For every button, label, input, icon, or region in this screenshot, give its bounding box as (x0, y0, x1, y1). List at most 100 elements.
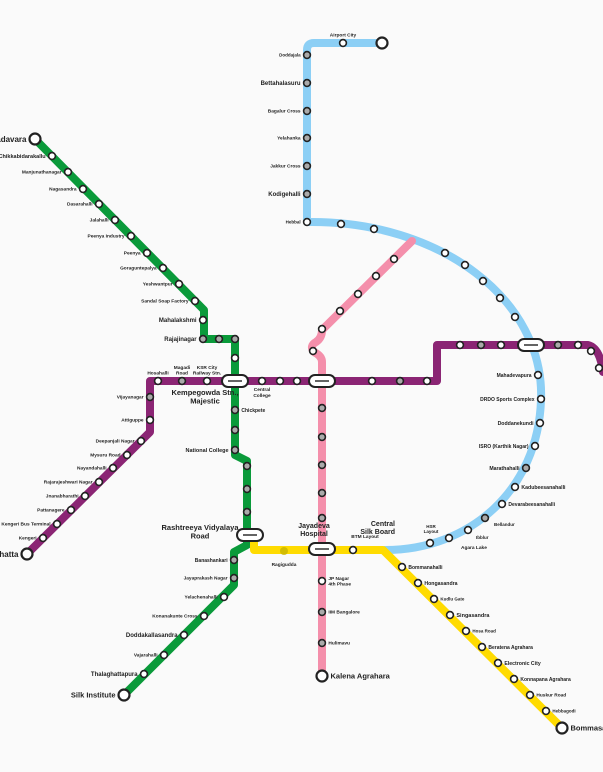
station-marker[interactable] (422, 376, 432, 386)
station-marker[interactable] (158, 263, 168, 273)
station-marker[interactable] (302, 106, 312, 116)
station-marker[interactable] (199, 611, 209, 621)
station-marker[interactable] (242, 507, 252, 517)
station-marker[interactable] (145, 392, 155, 402)
station-marker[interactable] (230, 334, 240, 344)
station-marker[interactable] (308, 346, 318, 356)
station-marker[interactable] (214, 334, 224, 344)
station-marker[interactable] (302, 161, 312, 171)
station-marker[interactable] (63, 167, 73, 177)
station-marker[interactable] (536, 394, 546, 404)
station-marker[interactable] (229, 555, 239, 565)
station-marker[interactable] (338, 38, 348, 48)
station-marker[interactable] (230, 445, 240, 455)
station-marker[interactable] (122, 450, 132, 460)
station-marker[interactable] (94, 199, 104, 209)
station-marker[interactable] (477, 642, 487, 652)
station-marker[interactable] (145, 415, 155, 425)
station-marker[interactable] (389, 254, 399, 264)
station-marker[interactable] (136, 436, 146, 446)
station-marker[interactable] (510, 312, 520, 322)
station-marker[interactable] (80, 491, 90, 501)
station-marker[interactable] (198, 334, 208, 344)
station-marker-planned[interactable] (280, 547, 288, 555)
station-marker[interactable] (302, 217, 312, 227)
station-marker[interactable] (535, 418, 545, 428)
station-marker[interactable] (302, 133, 312, 143)
station-marker[interactable] (348, 545, 358, 555)
station-marker[interactable] (177, 376, 187, 386)
station-marker[interactable] (230, 353, 240, 363)
station-marker[interactable] (52, 519, 62, 529)
terminal-station-marker[interactable] (20, 547, 34, 561)
station-marker[interactable] (460, 260, 470, 270)
station-marker[interactable] (292, 376, 302, 386)
terminal-station-marker[interactable] (315, 669, 329, 683)
station-marker[interactable] (229, 573, 239, 583)
station-marker[interactable] (230, 405, 240, 415)
station-marker[interactable] (541, 706, 551, 716)
station-marker[interactable] (353, 289, 363, 299)
station-marker[interactable] (573, 340, 583, 350)
station-marker[interactable] (461, 626, 471, 636)
station-marker[interactable] (242, 484, 252, 494)
station-marker[interactable] (586, 346, 596, 356)
station-marker[interactable] (497, 499, 507, 509)
station-marker[interactable] (257, 376, 267, 386)
station-marker[interactable] (553, 340, 563, 350)
station-marker[interactable] (480, 513, 490, 523)
station-marker[interactable] (108, 463, 118, 473)
station-marker[interactable] (317, 324, 327, 334)
station-marker[interactable] (190, 296, 200, 306)
station-marker[interactable] (533, 370, 543, 380)
station-marker[interactable] (159, 650, 169, 660)
station-marker[interactable] (110, 215, 120, 225)
station-marker[interactable] (413, 578, 423, 588)
station-marker[interactable] (317, 638, 327, 648)
terminal-station-marker[interactable] (28, 132, 42, 146)
station-marker[interactable] (153, 376, 163, 386)
station-marker[interactable] (440, 248, 450, 258)
station-marker[interactable] (47, 151, 57, 161)
station-marker[interactable] (317, 576, 327, 586)
station-marker[interactable] (275, 376, 285, 386)
terminal-station-marker[interactable] (117, 688, 131, 702)
station-marker[interactable] (525, 690, 535, 700)
station-marker[interactable] (429, 594, 439, 604)
station-marker[interactable] (198, 315, 208, 325)
station-marker[interactable] (397, 562, 407, 572)
station-marker[interactable] (493, 658, 503, 668)
station-marker[interactable] (444, 533, 454, 543)
station-marker[interactable] (317, 432, 327, 442)
station-marker[interactable] (455, 340, 465, 350)
station-marker[interactable] (509, 674, 519, 684)
station-marker[interactable] (126, 231, 136, 241)
station-marker[interactable] (219, 592, 229, 602)
station-marker[interactable] (395, 376, 405, 386)
station-marker[interactable] (478, 276, 488, 286)
station-marker[interactable] (139, 669, 149, 679)
station-marker[interactable] (317, 460, 327, 470)
station-marker[interactable] (302, 50, 312, 60)
station-marker[interactable] (335, 306, 345, 316)
station-marker[interactable] (463, 525, 473, 535)
station-marker[interactable] (476, 340, 486, 350)
station-marker[interactable] (336, 219, 346, 229)
station-marker[interactable] (495, 293, 505, 303)
station-marker[interactable] (94, 477, 104, 487)
terminal-station-marker[interactable] (555, 721, 569, 735)
station-marker[interactable] (367, 376, 377, 386)
station-marker[interactable] (242, 461, 252, 471)
station-marker[interactable] (302, 189, 312, 199)
station-marker[interactable] (142, 248, 152, 258)
station-marker[interactable] (594, 363, 603, 373)
station-marker[interactable] (174, 279, 184, 289)
station-marker[interactable] (510, 482, 520, 492)
station-marker[interactable] (302, 78, 312, 88)
station-marker[interactable] (369, 224, 379, 234)
station-marker[interactable] (496, 340, 506, 350)
station-marker[interactable] (179, 630, 189, 640)
station-marker[interactable] (317, 403, 327, 413)
station-marker[interactable] (78, 184, 88, 194)
station-marker[interactable] (202, 376, 212, 386)
